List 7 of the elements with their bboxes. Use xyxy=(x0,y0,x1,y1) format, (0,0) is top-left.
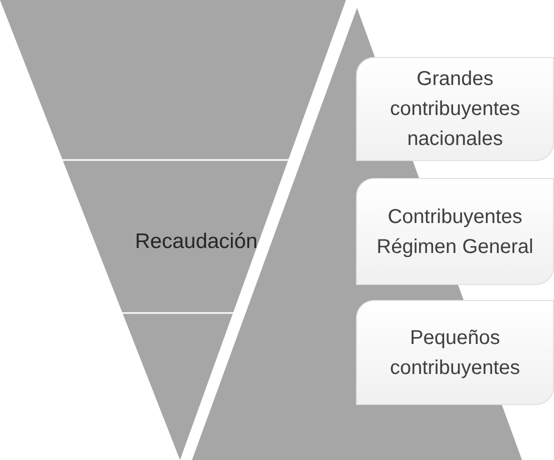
category-box xyxy=(356,57,554,161)
category-label: Pequeños contribuyentes xyxy=(388,326,522,380)
category-label: Contribuyentes Régimen General xyxy=(376,204,534,260)
category-box xyxy=(356,300,554,405)
funnel-label: Recaudación xyxy=(135,229,258,255)
category-label: Grandes contribuyentes nacionales xyxy=(388,67,522,152)
category-box xyxy=(356,178,554,285)
